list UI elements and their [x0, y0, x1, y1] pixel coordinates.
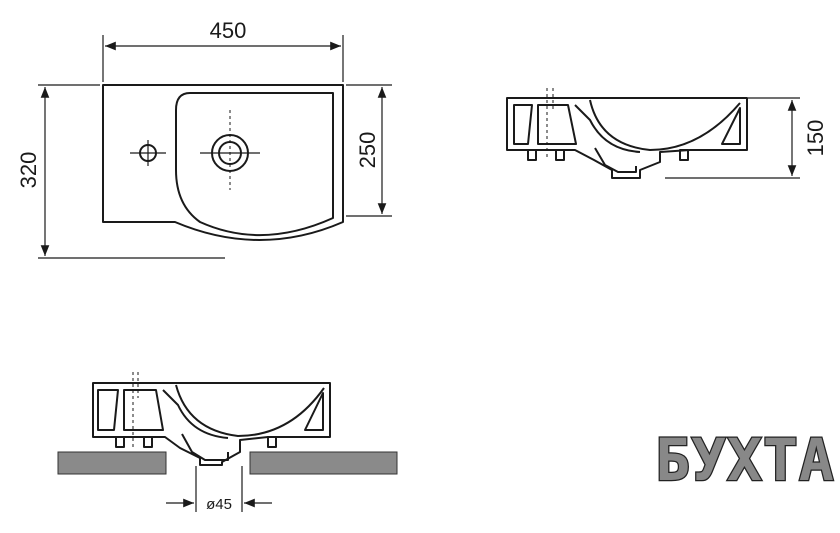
countertop-right: [249, 451, 398, 475]
depth-label: 320: [16, 152, 41, 189]
basin-outline: [102, 84, 344, 241]
drain-hole: [200, 110, 260, 190]
side-view: 150: [506, 88, 828, 179]
tap-hole: [130, 140, 166, 166]
width-label: 450: [210, 18, 247, 43]
install-outline: [92, 382, 331, 466]
drain-diameter-label: ø45: [206, 496, 232, 513]
height-label: 150: [803, 120, 828, 157]
brand-logo: БУХТА: [655, 426, 835, 494]
countertop-left: [57, 451, 167, 475]
bowl-inner: [175, 92, 334, 236]
bowl-depth-label: 250: [355, 132, 380, 169]
install-view: ø45: [57, 372, 398, 513]
side-outline: [506, 97, 748, 179]
top-view: 450 320 250: [16, 18, 392, 259]
